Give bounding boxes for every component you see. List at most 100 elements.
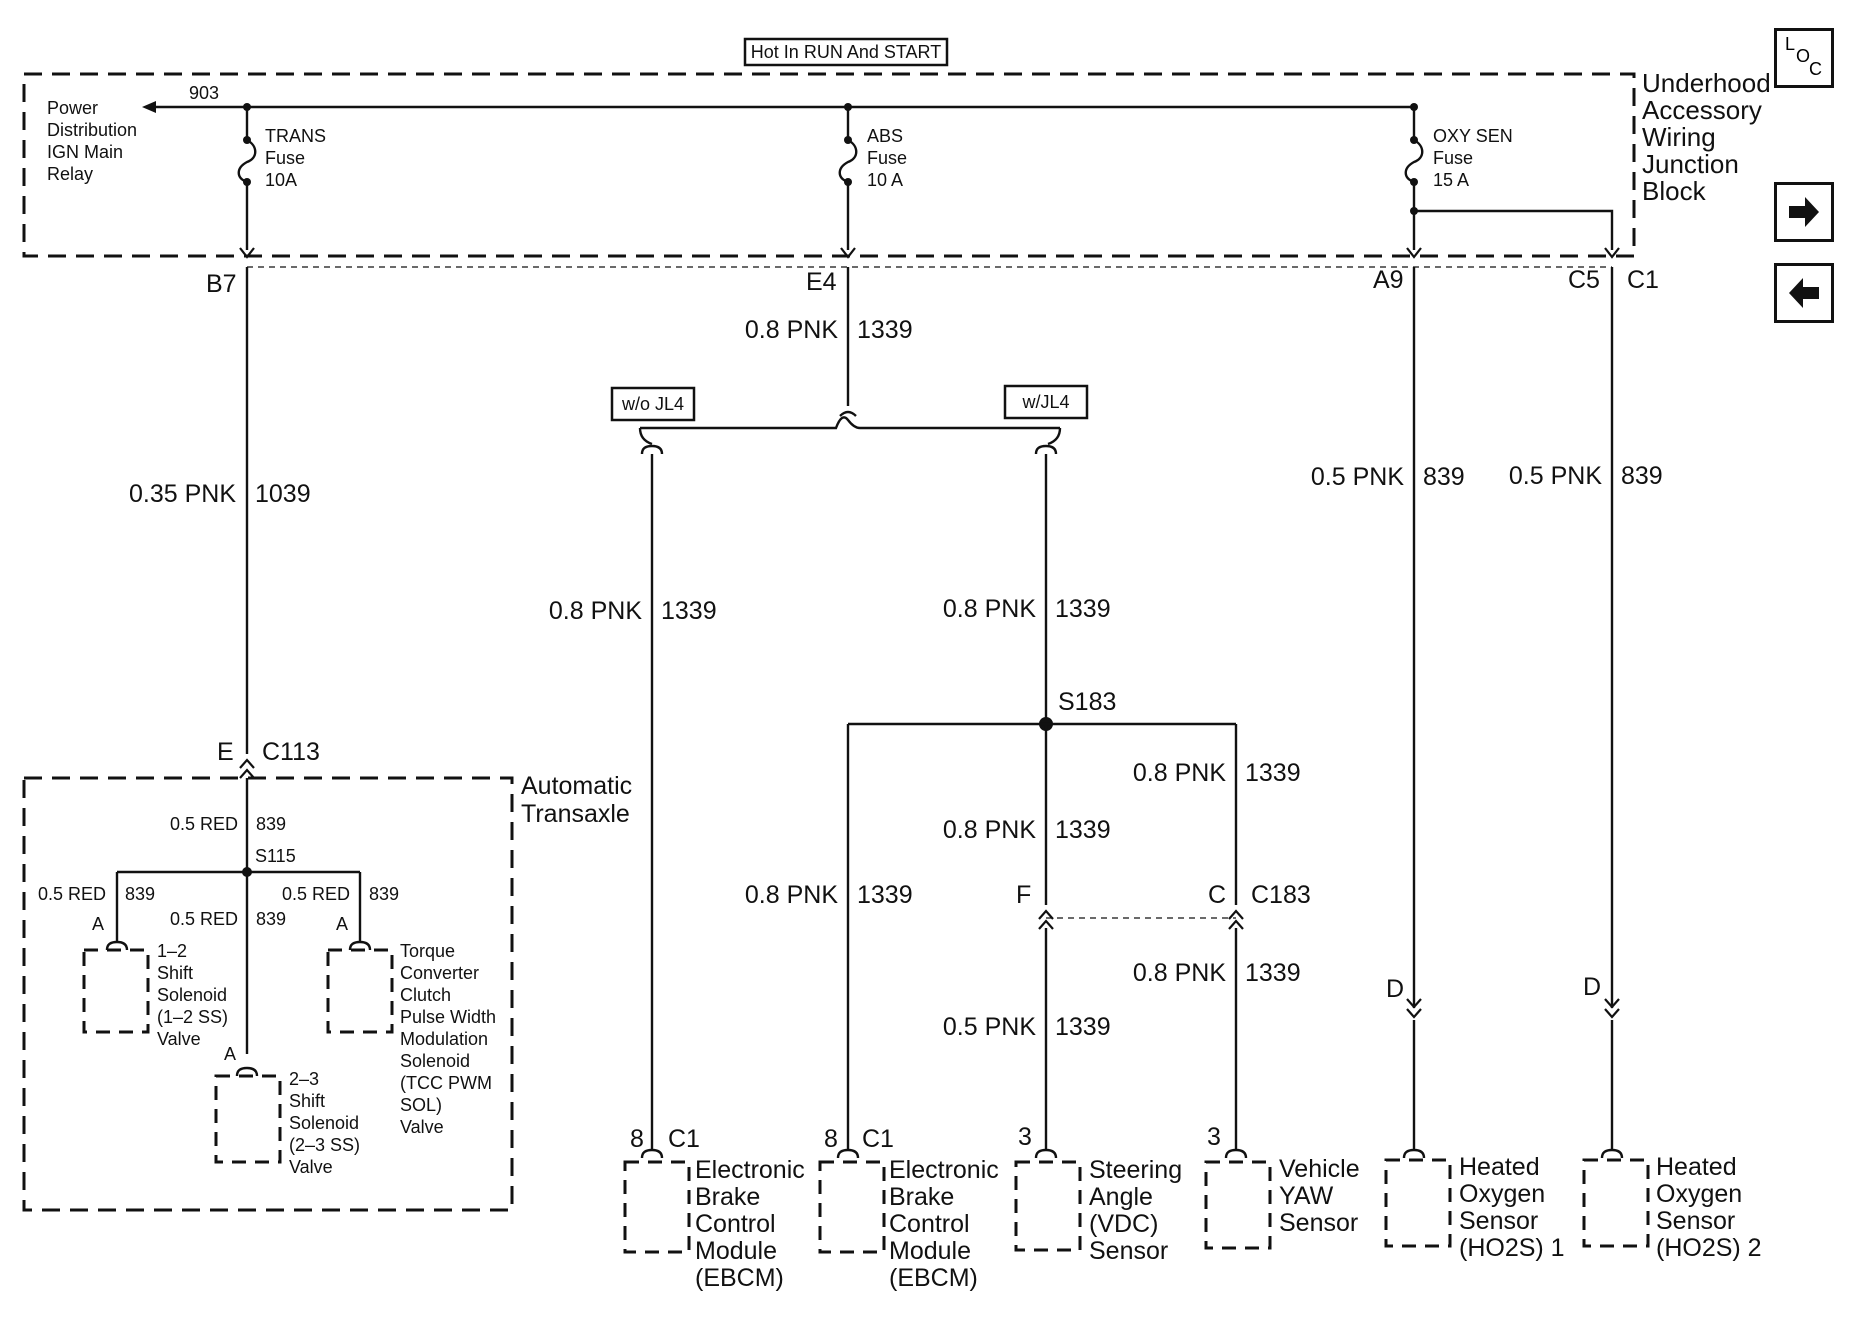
svg-text:Wiring: Wiring — [1642, 122, 1716, 152]
terminal-e4: E4 — [806, 268, 837, 296]
svg-text:Control: Control — [889, 1210, 970, 1238]
sol12-pin: A — [92, 914, 104, 934]
wire-yaw-lower-circuit: 1339 — [1245, 959, 1301, 987]
next-page-button[interactable] — [1774, 182, 1834, 242]
svg-text:Sensor: Sensor — [1656, 1207, 1735, 1235]
option-branch-bar — [640, 416, 1060, 430]
svg-text:Sensor: Sensor — [1279, 1209, 1358, 1237]
svg-text:Oxygen: Oxygen — [1459, 1180, 1545, 1208]
svg-text:Clutch: Clutch — [400, 985, 451, 1005]
wire-sol12-circuit: 839 — [125, 884, 155, 904]
svg-text:Steering: Steering — [1089, 1156, 1182, 1184]
c183-steer-pin — [1037, 909, 1055, 931]
wire-ho2s1-circuit: 839 — [1423, 463, 1465, 491]
c183-label: C183 — [1251, 881, 1311, 909]
sol12-body — [82, 948, 150, 1034]
svg-text:Valve: Valve — [400, 1117, 444, 1137]
sol23-label: 2–3 Shift Solenoid (2–3 SS) Valve — [289, 1069, 360, 1177]
ho2s2-label: Heated Oxygen Sensor (HO2S) 2 — [1656, 1153, 1762, 1262]
ho2s2-connector — [1600, 1148, 1624, 1160]
svg-text:IGN Main: IGN Main — [47, 142, 123, 162]
svg-text:Converter: Converter — [400, 963, 479, 983]
svg-text:Power: Power — [47, 98, 98, 118]
svg-text:Brake: Brake — [695, 1183, 760, 1211]
s115-label: S115 — [255, 846, 296, 866]
ebcm-a-connector — [640, 1148, 664, 1160]
junction-block-label: Underhood Accessory Wiring Junction Bloc… — [1642, 68, 1771, 206]
ho2s2-body — [1582, 1158, 1650, 1248]
ebcm-b-pin: 8 — [824, 1125, 838, 1153]
svg-text:Valve: Valve — [289, 1157, 333, 1177]
wire-trans-in-circuit: 839 — [256, 814, 286, 834]
terminal-c5: C5 — [1568, 266, 1600, 294]
transaxle-label: Automatic Transaxle — [521, 772, 632, 828]
fuse-abs-label: ABS Fuse 10 A — [867, 126, 907, 190]
svg-text:(2–3 SS): (2–3 SS) — [289, 1135, 360, 1155]
bus-arrowhead — [142, 101, 156, 113]
arrow-right-icon — [1789, 197, 1819, 227]
location-button[interactable]: L O C — [1774, 28, 1834, 88]
s183-label: S183 — [1058, 688, 1116, 716]
svg-text:Pulse Width: Pulse Width — [400, 1007, 496, 1027]
svg-text:Accessory: Accessory — [1642, 95, 1762, 125]
yaw-sensor-label: Vehicle YAW Sensor — [1279, 1155, 1360, 1237]
svg-text:Modulation: Modulation — [400, 1029, 488, 1049]
yaw-sensor-pin: 3 — [1207, 1123, 1221, 1151]
svg-text:Automatic: Automatic — [521, 772, 632, 800]
loc-icon-c: C — [1809, 59, 1822, 79]
wire-ho2s2-gauge: 0.5 PNK — [1509, 462, 1602, 490]
svg-text:Torque: Torque — [400, 941, 455, 961]
option-without-label: w/o JL4 — [621, 394, 684, 414]
option-with-box — [1003, 384, 1089, 420]
option-left-hook — [638, 427, 653, 446]
jl4-top-cap — [1034, 444, 1058, 456]
ho2s1-body — [1384, 1158, 1452, 1248]
arrow-left-icon — [1789, 278, 1819, 308]
wire-sol23-gauge: 0.5 RED — [170, 909, 238, 929]
steering-sensor-pin: 3 — [1018, 1123, 1032, 1151]
wire-sol23-circuit: 839 — [256, 909, 286, 929]
svg-text:(HO2S) 1: (HO2S) 1 — [1459, 1234, 1565, 1262]
svg-text:Junction: Junction — [1642, 149, 1739, 179]
svg-text:OXY SEN: OXY SEN — [1433, 126, 1513, 146]
svg-text:2–3: 2–3 — [289, 1069, 319, 1089]
svg-text:Angle: Angle — [1089, 1183, 1153, 1211]
wire-yaw-upper-circuit: 1339 — [1245, 759, 1301, 787]
svg-text:Valve: Valve — [157, 1029, 201, 1049]
svg-text:Transaxle: Transaxle — [521, 800, 630, 828]
svg-text:Solenoid: Solenoid — [157, 985, 227, 1005]
svg-text:Electronic: Electronic — [695, 1156, 805, 1184]
svg-text:Heated: Heated — [1459, 1153, 1540, 1181]
svg-text:Fuse: Fuse — [867, 148, 907, 168]
wire-ebcm-a-circuit: 1339 — [661, 597, 717, 625]
svg-text:15 A: 15 A — [1433, 170, 1469, 190]
wire-steer-lower-gauge: 0.5 PNK — [943, 1013, 1036, 1041]
prev-page-button[interactable] — [1774, 263, 1834, 323]
svg-text:Brake: Brake — [889, 1183, 954, 1211]
svg-text:ABS: ABS — [867, 126, 903, 146]
ebcm-b-label: Electronic Brake Control Module (EBCM) — [889, 1156, 999, 1292]
svg-text:Sensor: Sensor — [1089, 1237, 1168, 1265]
sol12-label: 1–2 Shift Solenoid (1–2 SS) Valve — [157, 941, 228, 1049]
tcc-body — [326, 948, 394, 1034]
wire-sol12-gauge: 0.5 RED — [38, 884, 106, 904]
option-without-box — [610, 386, 696, 422]
svg-text:Underhood: Underhood — [1642, 68, 1771, 98]
option-right-hook — [1047, 427, 1062, 446]
ebcm-a-label: Electronic Brake Control Module (EBCM) — [695, 1156, 805, 1292]
ebcm-a-body — [623, 1160, 691, 1254]
fuse-oxy-icon — [1404, 103, 1621, 259]
svg-text:Solenoid: Solenoid — [400, 1051, 470, 1071]
svg-text:Module: Module — [695, 1237, 777, 1265]
steering-sensor-connector — [1034, 1148, 1058, 1160]
svg-text:Block: Block — [1642, 176, 1707, 206]
svg-text:Module: Module — [889, 1237, 971, 1265]
wire-yaw-lower-gauge: 0.8 PNK — [1133, 959, 1226, 987]
fuse-oxy-label: OXY SEN Fuse 15 A — [1433, 126, 1513, 190]
wire-s183-feed-gauge: 0.8 PNK — [943, 595, 1036, 623]
ho2s1-connector — [1402, 1148, 1426, 1160]
svg-text:Relay: Relay — [47, 164, 93, 184]
ebcm-a-conn: C1 — [668, 1125, 700, 1153]
wire-ebcm-a-gauge: 0.8 PNK — [549, 597, 642, 625]
